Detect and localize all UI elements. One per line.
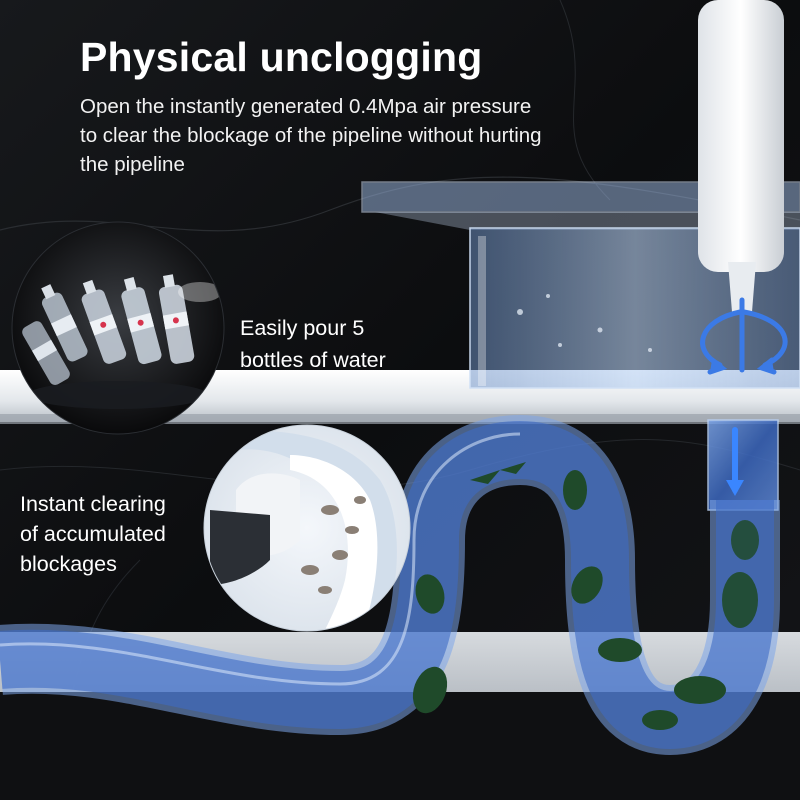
description-line: the pipeline — [80, 153, 185, 176]
description-text: Open the instantly generated 0.4Mpa air … — [80, 92, 670, 179]
description-line: to clear the blockage of the pipeline wi… — [80, 124, 542, 147]
water-bottle-icon — [22, 274, 195, 385]
callout-line: of accumulated — [20, 522, 166, 546]
callout-line: Instant clearing — [20, 492, 166, 516]
airflow-arrow-icon — [700, 297, 788, 375]
bottles-bubble — [12, 222, 224, 434]
headline: Physical unclogging — [80, 34, 483, 80]
clearing-callout: Instant clearing of accumulated blockage… — [20, 489, 166, 579]
pour-water-callout: Easily pour 5 bottles of water — [240, 312, 386, 376]
pipe-clearing-bubble — [204, 425, 410, 631]
debris-icon — [412, 462, 759, 730]
callout-line: blockages — [20, 552, 117, 576]
callout-line: Easily pour 5 — [240, 316, 365, 340]
description-line: Open the instantly generated 0.4Mpa air … — [80, 95, 532, 118]
callout-line: bottles of water — [240, 348, 386, 372]
